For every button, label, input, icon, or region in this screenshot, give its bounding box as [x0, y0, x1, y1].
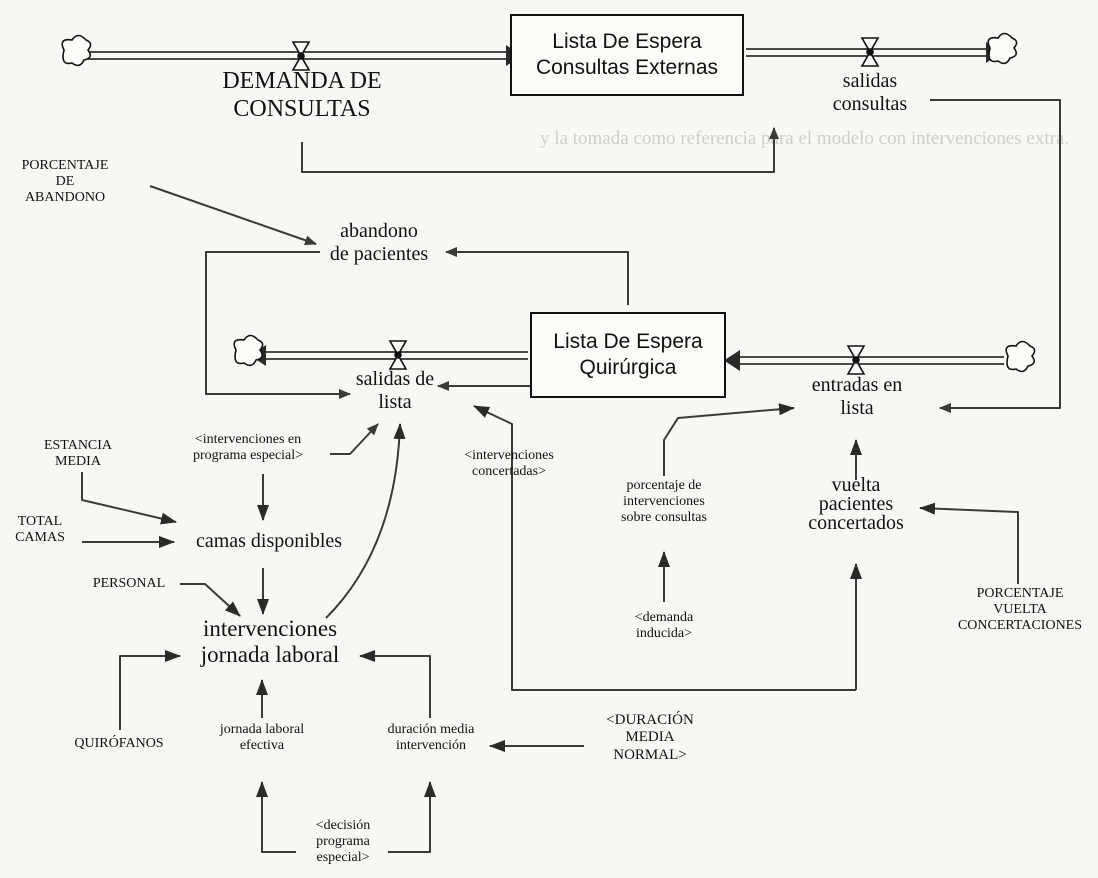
var-demanda-inducida: <demanda inducida> — [634, 610, 694, 642]
arrow-decision-to-duracion — [388, 781, 436, 853]
arrow-porcentaje-abandono — [149, 185, 317, 246]
arrow-demanda-to-salidas — [301, 127, 779, 173]
flow-salidas-lista: salidas de lista — [355, 368, 435, 413]
var-intervenciones-programa-especial: <intervenciones en programa especial> — [192, 432, 304, 464]
var-porcentaje-vuelta: PORCENTAJE VUELTA CONCERTACIONES — [957, 586, 1083, 634]
arrow-stock-to-abandono — [445, 247, 629, 305]
stock-quirurgica: Lista De Espera Quirúrgica — [530, 312, 726, 398]
cloud-icon — [61, 34, 92, 67]
flow-demanda-consultas: DEMANDA DE CONSULTAS — [222, 68, 382, 122]
var-personal: PERSONAL — [92, 576, 166, 591]
arrow-duracion-to-interv — [359, 650, 431, 718]
var-estancia-media: ESTANCIA MEDIA — [43, 438, 113, 470]
valve-salidas-consultas — [860, 37, 880, 67]
valve-entradas-lista — [846, 345, 866, 375]
arrow-porcentaje-to-entradas — [663, 403, 795, 476]
var-porcentaje-abandono: PORCENTAJE DE ABANDONO — [21, 158, 109, 206]
stock-consultas-externas: Lista De Espera Consultas Externas — [510, 14, 744, 96]
pipe-entradas-lista — [740, 356, 1004, 365]
var-duracion-normal: <DURACIÓN MEDIA NORMAL> — [606, 712, 694, 763]
pipe-arrowhead — [724, 350, 740, 371]
cloud-icon — [233, 334, 264, 367]
arrow-abandono-loop — [205, 251, 351, 399]
valve-demanda — [291, 41, 311, 71]
var-decision-programa: <decisión programa especial> — [315, 818, 371, 866]
var-porcentaje-intervenciones: porcentaje de intervenciones sobre consu… — [621, 478, 707, 526]
arrow-salidas-to-entradas — [930, 99, 1061, 413]
var-intervenciones-concertadas: <intervenciones concertadas> — [464, 448, 554, 480]
flow-entradas-lista: entradas en lista — [811, 374, 903, 419]
pipe-salidas-consultas — [746, 48, 986, 57]
pipe-demanda — [86, 51, 506, 60]
arrow-decision-to-jornada — [256, 781, 296, 853]
var-total-camas: TOTAL CAMAS — [15, 514, 65, 546]
var-vuelta-pacientes: vuelta pacientes concertados — [808, 474, 904, 534]
cloud-icon — [1005, 340, 1036, 373]
arrow-loop-normal — [473, 405, 856, 691]
var-intervenciones-jornada: intervenciones jornada laboral — [200, 616, 340, 668]
var-jornada-efectiva: jornada laboral efectiva — [219, 722, 305, 754]
flow-salidas-consultas: salidas consultas — [832, 70, 908, 115]
arrow-porcentaje-vuelta — [919, 502, 1019, 584]
cloud-icon — [987, 32, 1018, 65]
var-camas-disponibles: camas disponibles — [195, 530, 343, 552]
arrow-interv-to-salidas — [325, 423, 406, 619]
arrow-programa-especial — [330, 423, 379, 455]
var-abandono-pacientes: abandono de pacientes — [329, 220, 429, 265]
arrow-personal-to-interv — [180, 583, 241, 617]
var-duracion-media: duración media intervención — [387, 722, 475, 754]
arrow-estancia-to-camas — [81, 472, 177, 525]
arrow-quirofanos-to-interv — [119, 650, 181, 730]
valve-salidas-lista — [388, 340, 408, 370]
var-quirofanos: QUIRÓFANOS — [74, 736, 164, 751]
